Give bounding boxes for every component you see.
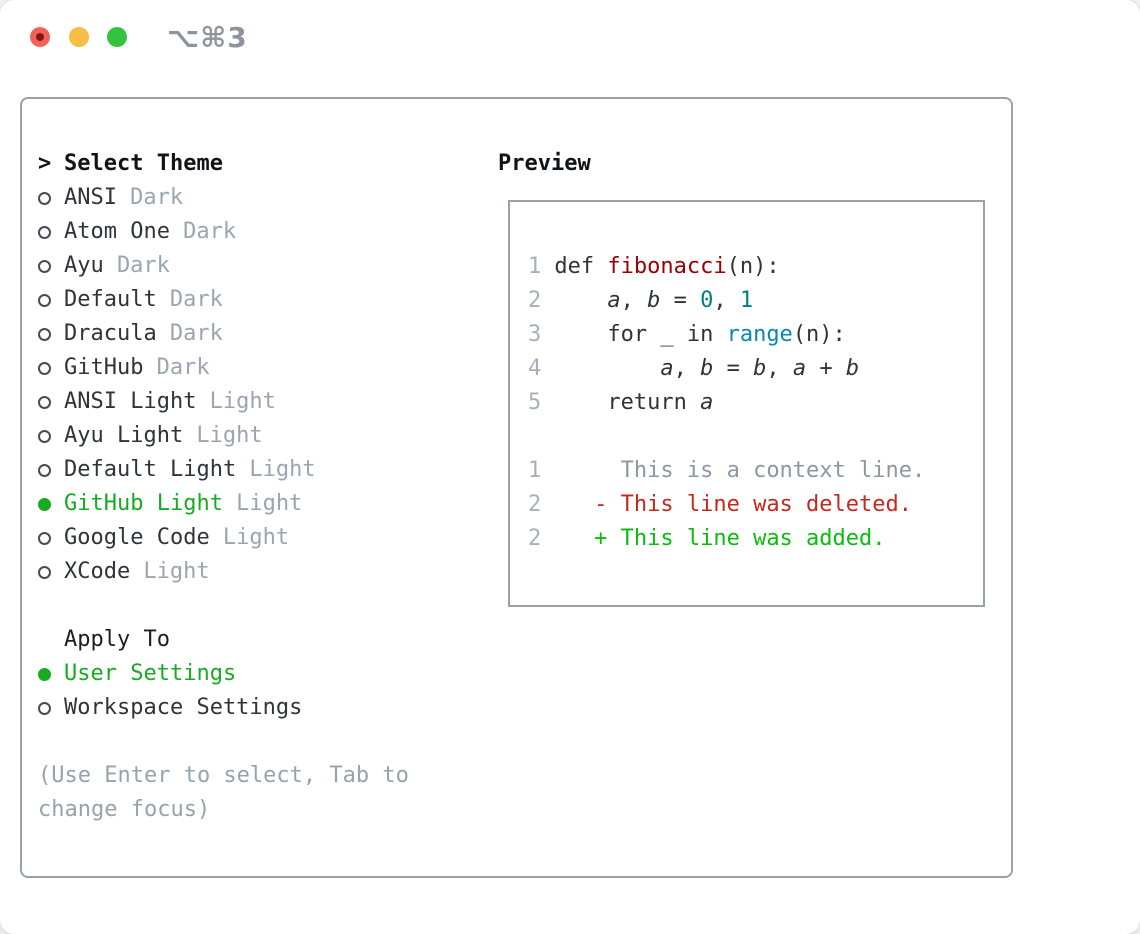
- apply-option-label: Workspace Settings: [64, 695, 303, 720]
- radio-icon[interactable]: [38, 259, 51, 273]
- theme-name: Ayu: [64, 253, 104, 278]
- radio-selected-icon[interactable]: [38, 667, 51, 681]
- spacer: [38, 589, 470, 623]
- line-content: for _ in range(n):: [554, 322, 846, 347]
- code-line: 1 This is a context line.: [528, 454, 983, 488]
- theme-variant-badge: Dark: [169, 321, 223, 346]
- theme-variant-badge: Light: [209, 389, 276, 414]
- radio-icon[interactable]: [38, 701, 51, 715]
- theme-option-xcode[interactable]: XCode Light: [38, 555, 470, 589]
- keyboard-hint: (Use Enter to select, Tab to change focu…: [38, 763, 409, 822]
- minimize-button[interactable]: [69, 27, 89, 47]
- line-number: 5: [528, 390, 542, 415]
- code-line: 5 return a: [528, 386, 983, 420]
- spacer: [38, 725, 470, 759]
- theme-name: Atom One: [64, 219, 170, 244]
- theme-name: Default: [64, 287, 157, 312]
- zoom-button[interactable]: [107, 27, 127, 47]
- select-theme-label: Select Theme: [64, 151, 223, 176]
- line-number: 2: [528, 492, 542, 517]
- theme-option-github[interactable]: GitHub Dark: [38, 351, 470, 385]
- radio-icon[interactable]: [38, 463, 51, 477]
- radio-icon[interactable]: [38, 293, 51, 307]
- theme-option-ayu-light[interactable]: Ayu Light Light: [38, 419, 470, 453]
- theme-name: Google Code: [64, 525, 210, 550]
- line-number: 2: [528, 526, 542, 551]
- line-number: 3: [528, 322, 542, 347]
- line-content: + This line was added.: [554, 526, 886, 551]
- code-line: 2 a, b = 0, 1: [528, 284, 983, 318]
- theme-option-google-code[interactable]: Google Code Light: [38, 521, 470, 555]
- theme-variant-badge: Light: [143, 559, 210, 584]
- theme-variant-badge: Light: [249, 457, 316, 482]
- line-content: def fibonacci(n):: [554, 254, 780, 279]
- theme-variant-badge: Light: [222, 525, 290, 550]
- theme-variant-badge: Dark: [130, 185, 184, 210]
- line-content: a, b = b, a + b: [660, 356, 860, 381]
- apply-to-header: Apply To: [64, 627, 170, 652]
- apply-option-label: User Settings: [64, 661, 237, 686]
- code-line: 4 a, b = b, a + b: [528, 352, 983, 386]
- theme-name: Dracula: [64, 321, 157, 346]
- window-title: ⌥⌘3: [167, 21, 248, 54]
- line-content: a, b = 0, 1: [607, 288, 754, 313]
- theme-option-default-light[interactable]: Default Light Light: [38, 453, 470, 487]
- theme-option-atom-one[interactable]: Atom One Dark: [38, 215, 470, 249]
- theme-variant-badge: Dark: [116, 253, 170, 278]
- line-content: return a: [554, 390, 714, 415]
- radio-selected-icon[interactable]: [38, 497, 51, 511]
- line-content: - This line was deleted.: [554, 492, 913, 517]
- code-line: 3 for _ in range(n):: [528, 318, 983, 352]
- line-number: 2: [528, 288, 542, 313]
- apply-option-user-settings[interactable]: User Settings: [38, 657, 470, 691]
- theme-option-github-light[interactable]: GitHub Light Light: [38, 487, 470, 521]
- titlebar: ⌥⌘3: [0, 0, 1140, 75]
- radio-icon[interactable]: [38, 531, 51, 545]
- radio-icon[interactable]: [38, 327, 51, 341]
- line-number: [528, 420, 554, 454]
- theme-variant-badge: Dark: [156, 355, 210, 380]
- theme-option-ansi[interactable]: ANSI Dark: [38, 181, 470, 215]
- radio-icon[interactable]: [38, 429, 51, 443]
- theme-name: XCode: [64, 559, 131, 584]
- theme-option-dracula[interactable]: Dracula Dark: [38, 317, 470, 351]
- theme-name: GitHub: [64, 355, 144, 380]
- theme-name: Default Light: [64, 457, 237, 482]
- theme-option-ayu[interactable]: Ayu Dark: [38, 249, 470, 283]
- theme-option-default[interactable]: Default Dark: [38, 283, 470, 317]
- apply-option-workspace-settings[interactable]: Workspace Settings: [38, 691, 470, 725]
- line-content: This is a context line.: [554, 458, 926, 483]
- radio-icon[interactable]: [38, 395, 51, 409]
- code-line: 1 def fibonacci(n):: [528, 250, 983, 284]
- radio-icon[interactable]: [38, 361, 51, 375]
- line-number: 1: [528, 254, 542, 279]
- code-line: 2 - This line was deleted.: [528, 488, 983, 522]
- theme-name: GitHub Light: [64, 491, 223, 516]
- theme-name: ANSI: [64, 185, 117, 210]
- code-line: 2 + This line was added.: [528, 522, 983, 556]
- line-number: 1: [528, 458, 542, 483]
- line-number: 4: [528, 356, 542, 381]
- theme-variant-badge: Dark: [169, 287, 223, 312]
- close-button[interactable]: [30, 27, 50, 47]
- theme-variant-badge: Light: [236, 491, 303, 516]
- theme-option-ansi-light[interactable]: ANSI Light Light: [38, 385, 470, 419]
- radio-icon[interactable]: [38, 565, 51, 579]
- theme-name: Ayu Light: [64, 423, 184, 448]
- preview-header: Preview: [498, 151, 591, 176]
- theme-name: ANSI Light: [64, 389, 197, 414]
- radio-icon[interactable]: [38, 191, 51, 205]
- focus-caret-icon: >: [38, 151, 52, 176]
- radio-icon[interactable]: [38, 225, 51, 239]
- theme-variant-badge: Light: [196, 423, 263, 448]
- code-line: [528, 420, 983, 454]
- theme-variant-badge: Dark: [183, 219, 237, 244]
- select-theme-header: > Select Theme: [38, 147, 470, 181]
